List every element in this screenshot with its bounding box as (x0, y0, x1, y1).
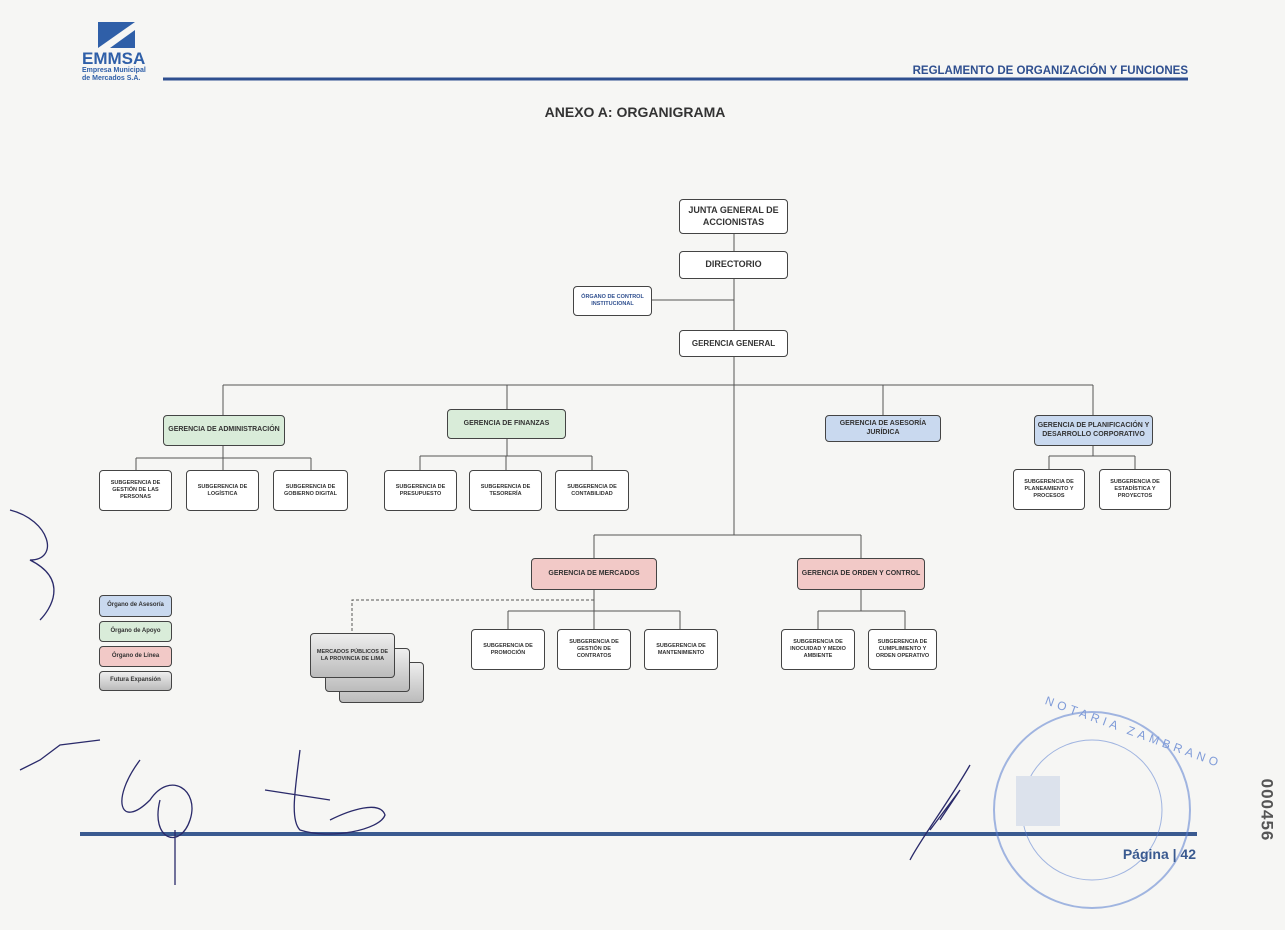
box-mercados-publicos: MERCADOS PÚBLICOS DE LA PROVINCIA DE LIM… (310, 633, 395, 678)
box-directorio: DIRECTORIO (679, 251, 788, 279)
logo-sub: de Mercados S.A. (82, 75, 141, 82)
legend-linea: Órgano de Línea (99, 646, 172, 667)
box-gerencia-mercados: GERENCIA DE MERCADOS (531, 558, 657, 590)
logo: EMMSA Empresa Municipal de Mercados S.A. (82, 50, 146, 83)
box-subgerencia: SUBGERENCIA DE TESORERÍA (469, 470, 542, 511)
box-subgerencia: SUBGERENCIA DE INOCUIDAD Y MEDIO AMBIENT… (781, 629, 855, 670)
document-title: REGLAMENTO DE ORGANIZACIÓN Y FUNCIONES (912, 65, 1188, 77)
box-gerencia-juridica: GERENCIA DE ASESORÍA JURÍDICA (825, 415, 941, 442)
box-oci: ÓRGANO DE CONTROL INSTITUCIONAL (573, 286, 652, 316)
box-gerencia-administracion: GERENCIA DE ADMINISTRACIÓN (163, 415, 285, 446)
box-subgerencia: SUBGERENCIA DE PRESUPUESTO (384, 470, 457, 511)
page-title: ANEXO A: ORGANIGRAMA (544, 104, 726, 120)
box-subgerencia: SUBGERENCIA DE PLANEAMIENTO Y PROCESOS (1013, 469, 1085, 510)
box-gerencia-orden-control: GERENCIA DE ORDEN Y CONTROL (797, 558, 925, 590)
box-gerencia-finanzas: GERENCIA DE FINANZAS (447, 409, 566, 439)
box-subgerencia: SUBGERENCIA DE GESTIÓN DE LAS PERSONAS (99, 470, 172, 511)
box-gerencia-general: GERENCIA GENERAL (679, 330, 788, 357)
legend-futura: Futura Expansión (99, 671, 172, 691)
legend-asesoria: Órgano de Asesoría (99, 595, 172, 617)
box-subgerencia: SUBGERENCIA DE ESTADÍSTICA Y PROYECTOS (1099, 469, 1171, 510)
box-junta: JUNTA GENERAL DE ACCIONISTAS (679, 199, 788, 234)
box-subgerencia: SUBGERENCIA DE PROMOCIÓN (471, 629, 545, 670)
logo-name: EMMSA (82, 49, 146, 68)
legend-apoyo: Órgano de Apoyo (99, 621, 172, 642)
box-subgerencia: SUBGERENCIA DE LOGÍSTICA (186, 470, 259, 511)
box-gerencia-planificacion: GERENCIA DE PLANIFICACIÓN Y DESARROLLO C… (1034, 415, 1153, 446)
notary-stamp (993, 711, 1191, 909)
signatures (9, 509, 971, 885)
folio-number: 000456 (1257, 778, 1277, 842)
logo-sub: Empresa Municipal (82, 67, 146, 74)
page-number: Página | 42 (1122, 846, 1196, 862)
box-subgerencia: SUBGERENCIA DE GESTIÓN DE CONTRATOS (557, 629, 631, 670)
box-subgerencia: SUBGERENCIA DE CONTABILIDAD (555, 470, 629, 511)
box-subgerencia: SUBGERENCIA DE GOBIERNO DIGITAL (273, 470, 348, 511)
box-subgerencia: SUBGERENCIA DE CUMPLIMIENTO Y ORDEN OPER… (868, 629, 937, 670)
box-subgerencia: SUBGERENCIA DE MANTENIMIENTO (644, 629, 718, 670)
